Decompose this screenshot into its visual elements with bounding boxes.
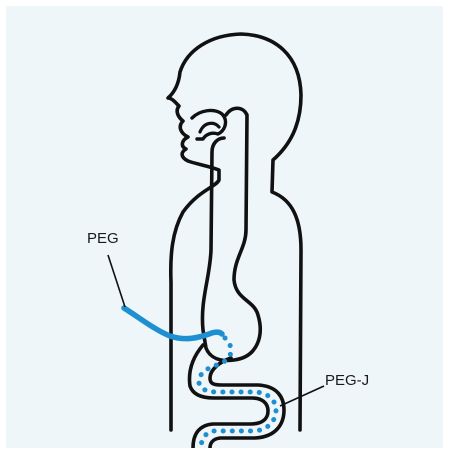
esophagus-stomach-outline [202,108,260,360]
diagram-panel: PEG PEG-J [6,6,443,448]
body-outline [168,34,301,430]
peg-diagram: PEG PEG-J [6,6,443,448]
tongue-outline [200,123,219,132]
peg-tube [124,308,222,339]
peg-label: PEG [87,230,119,247]
peg-j-label: PEG-J [325,372,369,389]
peg-leader-line [108,255,125,307]
